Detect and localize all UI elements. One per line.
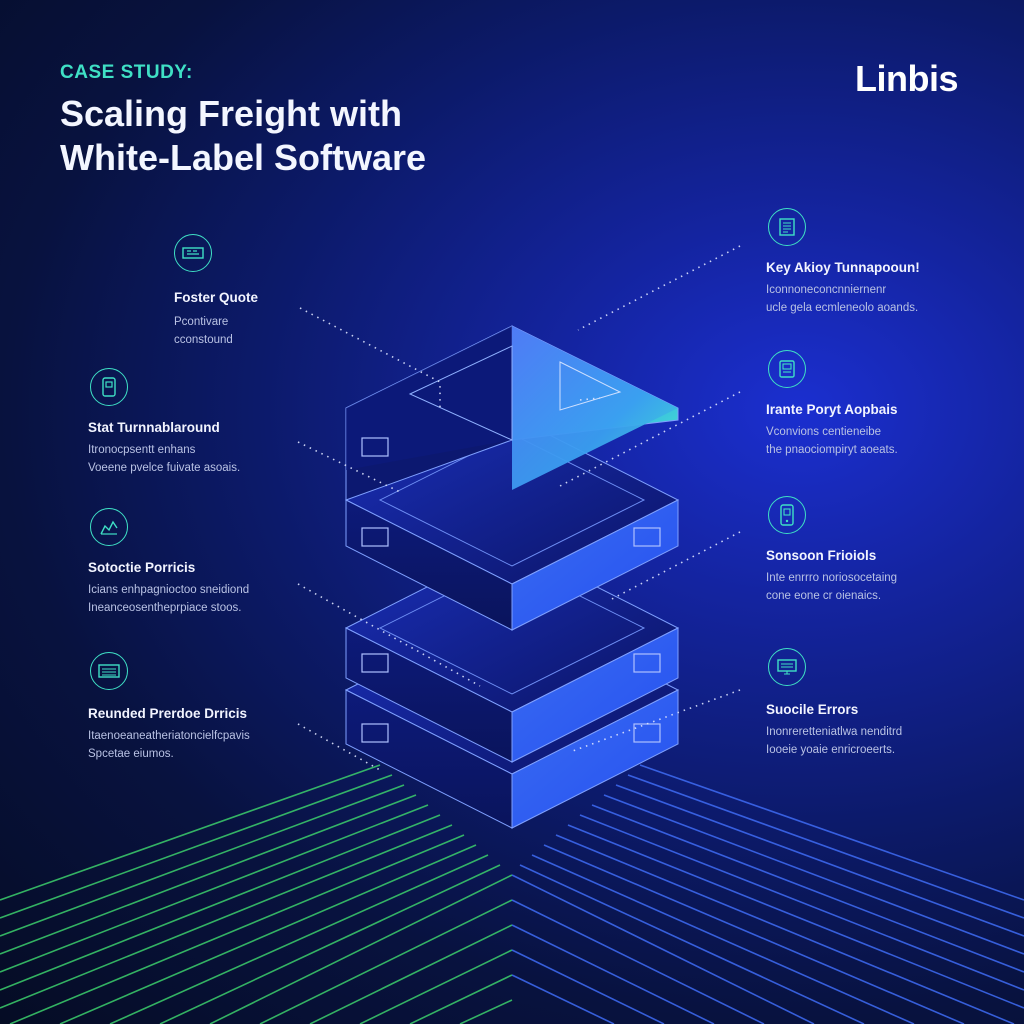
page-title: Scaling Freight with White-Label Softwar… <box>60 92 580 180</box>
feature-right-3: Sonsoon Frioiols Inte enrrro noriosoceta… <box>766 496 1024 605</box>
chart-icon <box>90 508 128 546</box>
feature-right-3-desc-line-1: Inte enrrro noriosocetaing <box>766 572 898 584</box>
feature-left-1-desc-line-1: Pcontivare <box>174 316 229 328</box>
feature-right-2-desc-line-2: the pnaociompiryt aoeats. <box>766 444 898 456</box>
feature-right-4: Suocile Errors Inonreretteniatlwa nendit… <box>766 648 1024 759</box>
feature-right-1: Key Akioy Tunnapooun! Iconnoneconcnniern… <box>766 208 1024 317</box>
feature-left-3-desc-line-1: Icians enhpagnioctoo sneidiond <box>88 584 250 596</box>
feature-right-3-desc-line-2: cone eone cr oienaics. <box>766 590 882 602</box>
feature-right-2-desc: Vconvions centieneibe the pnaociompiryt … <box>766 423 1024 459</box>
case-study-kicker: CASE STUDY: <box>60 62 193 83</box>
document-icon <box>768 208 806 246</box>
feature-left-4-title: Reunded Prerdoe Drricis <box>88 706 248 721</box>
page-title-line-2: White-Label Software <box>60 137 427 178</box>
feature-right-1-desc: Iconnoneconcnniernenr ucle gela ecmleneo… <box>766 281 1024 317</box>
feature-right-4-desc-line-2: Iooeie yoaie enricroeerts. <box>766 744 896 756</box>
monitor-icon <box>768 648 806 686</box>
feature-right-1-title: Key Akioy Tunnapooun! <box>766 260 920 275</box>
feature-right-1-desc-line-1: Iconnoneconcnniernenr <box>766 284 887 296</box>
feature-right-2: Irante Poryt Aopbais Vconvions centienei… <box>766 350 1024 459</box>
feature-left-3-title: Sotoctie Porricis <box>88 560 196 575</box>
feature-right-4-desc: Inonreretteniatlwa nenditrd Iooeie yoaie… <box>766 723 1024 759</box>
feature-left-1-desc: Pcontivare cconstound <box>174 313 434 349</box>
feature-right-2-title: Irante Poryt Aopbais <box>766 402 898 417</box>
feature-left-1-title: Foster Quote <box>174 290 259 305</box>
feature-left-4: Reunded Prerdoe Drricis Itaenoeaneatheri… <box>88 652 348 763</box>
dotted-connectors <box>297 245 741 771</box>
device-icon <box>768 350 806 388</box>
feature-right-1-desc-line-2: ucle gela ecmleneolo aoands. <box>766 302 919 314</box>
feature-left-3-desc: Icians enhpagnioctoo sneidiond Ineanceos… <box>88 581 348 617</box>
feature-left-4-desc-line-1: Itaenoeaneatheriatoncielfcpavis <box>88 730 250 742</box>
feature-left-3: Sotoctie Porricis Icians enhpagnioctoo s… <box>88 508 348 617</box>
feature-left-2-desc-line-2: Voeene pvelce fuivate asoais. <box>88 462 241 474</box>
feature-left-2: Stat Turnnablaround Itronocpsentt enhans… <box>88 368 348 477</box>
feature-left-1: Foster Quote Pcontivare cconstound <box>174 234 434 349</box>
grid-lines <box>0 764 1024 1024</box>
feature-left-4-desc-line-2: Spcetae eiumos. <box>88 748 174 760</box>
feature-right-3-title: Sonsoon Frioiols <box>766 548 877 563</box>
feature-left-2-title: Stat Turnnablaround <box>88 420 220 435</box>
page-title-line-1: Scaling Freight with <box>60 93 403 134</box>
feature-right-4-title: Suocile Errors <box>766 702 859 717</box>
feature-left-2-desc-line-1: Itronocpsentt enhans <box>88 444 196 456</box>
phone-icon <box>90 368 128 406</box>
layer-2 <box>344 415 680 631</box>
feature-left-2-desc: Itronocpsentt enhans Voeene pvelce fuiva… <box>88 441 348 477</box>
feature-right-3-desc: Inte enrrro noriosocetaing cone eone cr … <box>766 569 1024 605</box>
truck-icon <box>174 234 212 272</box>
feature-left-4-desc: Itaenoeaneatheriatoncielfcpavis Spcetae … <box>88 727 348 763</box>
layer-1 <box>345 325 679 501</box>
feature-right-2-desc-line-1: Vconvions centieneibe <box>766 426 882 438</box>
feature-left-1-desc-line-2: cconstound <box>174 334 233 346</box>
tablet-icon <box>768 496 806 534</box>
feature-right-4-desc-line-1: Inonreretteniatlwa nenditrd <box>766 726 903 738</box>
server-icon <box>90 652 128 690</box>
brand-logo: Linbis <box>855 58 959 99</box>
feature-left-3-desc-line-2: Ineanceosentheprpiace stoos. <box>88 602 242 614</box>
